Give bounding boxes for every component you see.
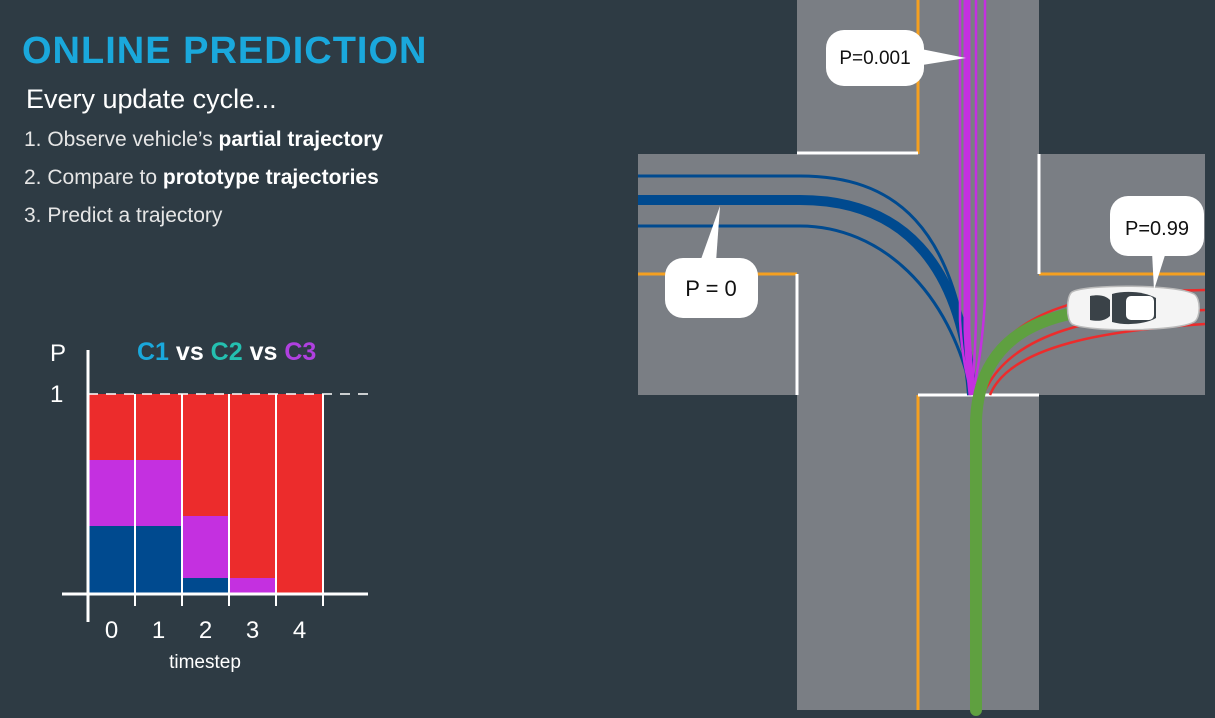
x-tick-label-2: 2 (199, 617, 212, 644)
bar-t2-s1 (182, 578, 229, 594)
step-1: 1. Observe vehicle’s partial trajectory (24, 128, 383, 152)
bubble-c1-text: P = 0 (685, 276, 737, 301)
x-tick-label-4: 4 (293, 617, 306, 644)
header-vs1: vs (169, 338, 211, 366)
trajectories-c3 (958, 0, 987, 396)
x-tick-label-1: 1 (152, 617, 165, 644)
step-2: 2. Compare to prototype trajectories (24, 166, 379, 190)
bar-t0-s2 (88, 460, 135, 526)
bubble-c2: P=0.99 (1110, 196, 1204, 290)
x-tick-marks (134, 394, 324, 606)
bubble-c2-text: P=0.99 (1125, 218, 1189, 240)
page-title: ONLINE PREDICTION (22, 30, 428, 72)
chart-bars (88, 394, 323, 594)
step-2-bold: prototype trajectories (162, 166, 379, 189)
bar-t2-s2 (182, 516, 229, 578)
step-2-text: 2. Compare to (24, 166, 163, 189)
x-axis-label: timestep (169, 652, 241, 673)
y-tick-label: 1 (50, 381, 63, 408)
step-3-text: 3. Predict a trajectory (24, 204, 223, 227)
bar-t4-s3 (276, 394, 323, 594)
bar-t0-s1 (88, 526, 135, 594)
car (1066, 285, 1200, 331)
header-c2: C2 (211, 338, 243, 366)
bubble-c2-value: P=0.99 (1125, 218, 1189, 240)
x-tick-label-3: 3 (246, 617, 259, 644)
step-3: 3. Predict a trajectory (24, 204, 222, 228)
header-vs2: vs (243, 338, 285, 366)
bar-t2-s3 (182, 394, 229, 516)
x-tick-label-0: 0 (105, 617, 118, 644)
step-1-bold: partial trajectory (218, 128, 384, 151)
header-c1: C1 (137, 338, 169, 366)
bar-t0-s3 (88, 394, 135, 460)
bubble-c1: P = 0 (665, 206, 758, 318)
header-c3: C3 (284, 338, 316, 366)
chart-header: C1 vs C2 vs C3 (137, 338, 316, 366)
y-axis-label: P (50, 340, 66, 367)
bar-t1-s2 (135, 460, 182, 526)
bar-t1-s3 (135, 394, 182, 460)
step-1-text: 1. Observe vehicle’s (24, 128, 219, 151)
x-tick-labels: 0 1 2 3 4 (105, 617, 306, 644)
bar-t1-s1 (135, 526, 182, 594)
bar-t3-s2 (229, 578, 276, 594)
bubble-c3: P=0.001 (826, 30, 966, 86)
bubble-c3-text: P=0.001 (839, 48, 910, 69)
bar-t3-s3 (229, 394, 276, 578)
subtitle: Every update cycle... (26, 84, 277, 114)
